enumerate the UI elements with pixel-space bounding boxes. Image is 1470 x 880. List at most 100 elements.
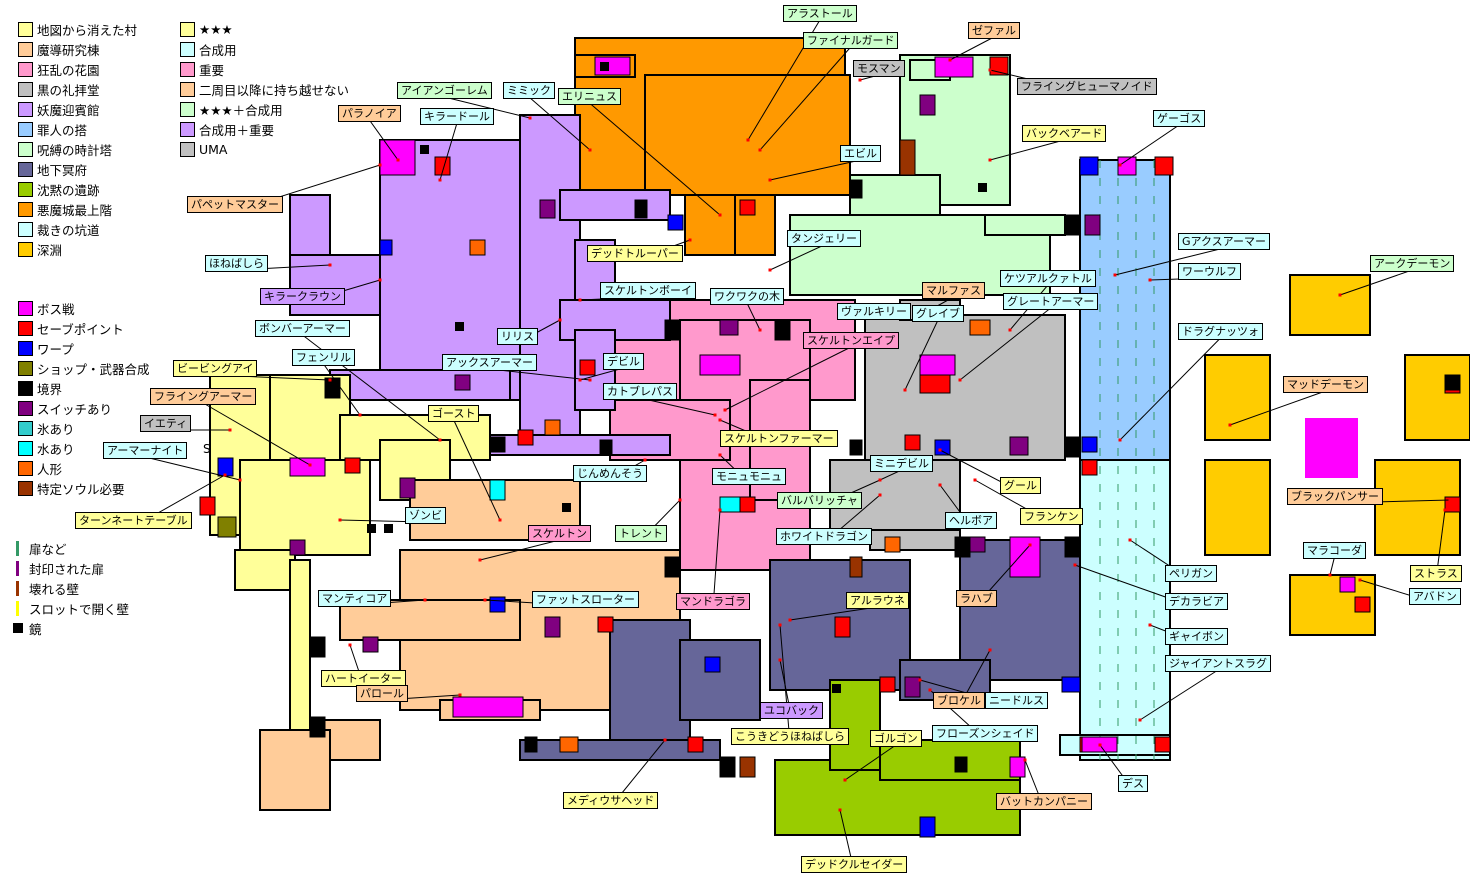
map-marker-save [904, 434, 921, 451]
map-marker-switch [919, 94, 936, 116]
map-marker-border [849, 179, 863, 199]
map-marker-boss [1117, 156, 1137, 176]
marker-label: ボス戦 [37, 301, 75, 317]
enemy-leader-line [724, 346, 852, 411]
area-label: 罪人の搭 [37, 122, 88, 138]
enemy-label: ギャイボン [1165, 628, 1228, 645]
enemy-label: ケツアルクァトル [1000, 270, 1096, 287]
map-marker-border [1064, 214, 1081, 236]
enemy-location-dot [758, 148, 762, 152]
enemy-label: バルバリッチャ [777, 492, 862, 509]
enemy-location-dot [1358, 578, 1362, 582]
enemy-label: スケルトンボーイ [600, 282, 696, 299]
enemy-label: ストラス [1410, 565, 1462, 582]
map-marker-switch [1009, 436, 1029, 456]
map-marker-border [849, 439, 863, 456]
enemy-label: エリニュス [558, 88, 621, 105]
enemy-location-dot [718, 508, 722, 512]
map-region-castle [644, 74, 851, 196]
map-marker-save [834, 616, 851, 638]
enemy-leader-line [479, 539, 560, 561]
door-swatch [16, 580, 19, 596]
enemy-label: ユコバック [760, 702, 823, 719]
enemy-label: グレイブ [912, 305, 964, 322]
enemy-leader-line [759, 46, 852, 151]
enemy-location-dot [378, 278, 382, 282]
map-marker-warp [1061, 676, 1081, 693]
area-swatch [18, 181, 33, 197]
map-marker-save [579, 359, 596, 376]
enemy-location-dot [1338, 293, 1342, 297]
marker-item: 水あり [18, 438, 150, 458]
enemy-leader-line [202, 402, 311, 466]
map-marker-switch [904, 676, 921, 698]
marker-label: 水あり [37, 441, 75, 457]
enemy-label: メディウサヘッド [563, 792, 659, 809]
marker-label: スイッチあり [37, 401, 113, 417]
enemy-location-dot [458, 693, 462, 697]
map-marker-border [1064, 436, 1081, 458]
enemy-location-dot [778, 623, 782, 627]
enemy-location-dot [1328, 573, 1332, 577]
map-marker-border [1444, 374, 1461, 391]
enemy-location-dot [528, 116, 532, 120]
enemy-leader-line [323, 363, 361, 416]
map-marker-warp [1079, 156, 1099, 176]
enemy-location-dot [1023, 758, 1027, 762]
label-type-swatch [180, 141, 195, 157]
enemy-location-dot [238, 478, 242, 482]
enemy-location-dot [1128, 538, 1132, 542]
area-label: 深淵 [37, 242, 63, 258]
enemy-location-dot [498, 518, 502, 522]
map-region-hall [289, 194, 331, 266]
map-marker-switch [544, 616, 561, 638]
label-type-item: 二周目以降に持ち越せない [180, 79, 349, 99]
enemy-location-dot [988, 158, 992, 162]
enemy-label: キラードール [420, 108, 494, 125]
map-region-abyss [1404, 354, 1470, 441]
enemy-label: ゴースト [428, 405, 480, 422]
enemy-label: バットカンパニー [996, 793, 1092, 810]
label-type-item: ★★★ [180, 19, 349, 39]
enemy-label: フェンリル [292, 349, 355, 366]
enemy-leader-line [904, 319, 939, 391]
area-label: 沈黙の遺跡 [37, 182, 100, 198]
enemy-label: デビル [603, 353, 644, 370]
marker-label: 特定ソウル必要 [37, 481, 125, 497]
enemy-location-dot [1008, 328, 1012, 332]
map-marker-border [309, 716, 326, 738]
map-region-ruins [829, 679, 881, 771]
enemy-location-dot [838, 808, 842, 812]
marker-swatch [18, 440, 33, 456]
enemy-location-dot [788, 618, 792, 622]
map-marker-border [954, 536, 971, 558]
map-marker-boss [934, 56, 974, 78]
map-marker-border [954, 756, 968, 773]
map-marker-save [1081, 459, 1098, 476]
area-legend: 地図から消えた村魔導研究棟狂乱の花園黒の礼拝堂妖魔迎賓館罪人の搭呪縛の時計塔地下… [18, 19, 137, 259]
enemy-location-dot [1228, 423, 1232, 427]
map-marker-shop [217, 516, 237, 538]
mirror-label: 鏡 [29, 621, 42, 637]
map-region-mine [1079, 459, 1171, 761]
area-item: 黒の礼拝堂 [18, 79, 137, 99]
area-item: 呪縛の時計塔 [18, 139, 137, 159]
area-swatch [18, 241, 33, 257]
marker-item: ショップ・武器合成 [18, 358, 150, 378]
enemy-leader-line [639, 397, 716, 416]
map-marker-border [634, 199, 648, 219]
label-type-swatch [180, 81, 195, 97]
map-marker-doll [559, 736, 579, 753]
enemy-label: ニードルス [985, 692, 1048, 709]
marker-item: 境界 [18, 378, 150, 398]
enemy-label: ミミック [503, 82, 555, 99]
door-item: スロットで開く壁 [10, 598, 129, 618]
label-type-label: 重要 [199, 62, 225, 78]
label-type-swatch [180, 21, 195, 37]
map-region-chapel [869, 529, 961, 551]
label-type-item: 合成用＋重要 [180, 119, 349, 139]
village-start-marker: S [203, 442, 211, 456]
enemy-location-dot [758, 328, 762, 332]
label-type-label: 合成用 [199, 42, 237, 58]
